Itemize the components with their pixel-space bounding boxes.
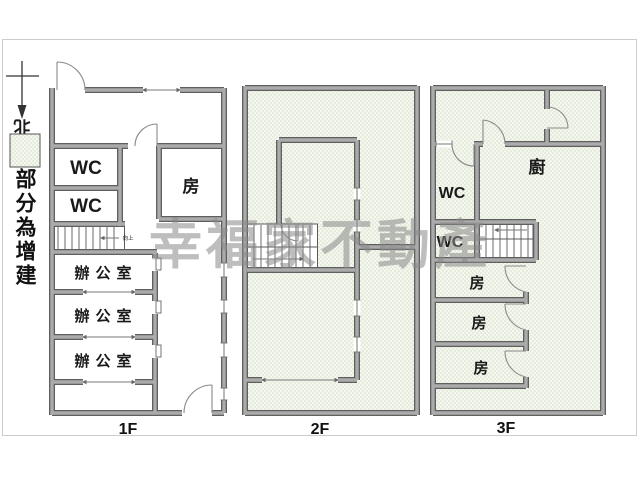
north-compass-icon: 北 <box>6 61 39 136</box>
door-arc-entry-top <box>56 61 86 91</box>
stairs-up-note: 向上 <box>122 234 134 242</box>
room-label-office1: 辦公室 <box>74 264 137 282</box>
floor-label-1f: 1F <box>119 421 138 438</box>
room-label-room2-3f: 房 <box>471 314 486 332</box>
door-arc-wc-3f <box>451 143 475 167</box>
room-label-kitchen-3f: 廚 <box>529 157 546 177</box>
north-label: 北 <box>14 117 31 136</box>
page-frame <box>2 39 637 436</box>
windows-2f <box>353 187 361 353</box>
floor-label-2f: 2F <box>311 421 330 438</box>
windows-1f <box>220 262 228 401</box>
legend-addition-label: 部分為增建 <box>13 168 36 288</box>
room-label-wc2-3f: WC <box>437 234 464 251</box>
room-label-room1-3f: 房 <box>469 274 484 292</box>
door-arc-balcony-3f <box>482 119 506 145</box>
room-label-office3: 辦公室 <box>74 352 137 370</box>
door-leaf <box>155 257 162 271</box>
room-label-wc2-1f: WC <box>70 196 102 217</box>
door-arc-stairs-2f <box>280 223 299 242</box>
room-label-room3-3f: 房 <box>473 359 488 377</box>
door-arc-entry-bottom <box>183 384 213 414</box>
door-arc-topright-3f <box>546 106 569 129</box>
door-arc-room2-3f <box>504 303 527 331</box>
stairs-1f: 向上 <box>52 225 134 251</box>
room-label-office2: 辦公室 <box>74 307 137 325</box>
floor-plan-2f: 2F <box>245 86 417 438</box>
room-label-bedroom-1f: 房 <box>183 176 200 196</box>
floor-plan-3f: 廚 WC WC 房 房 房 3F <box>433 86 603 437</box>
door-leaf <box>155 300 162 314</box>
door-leaf <box>155 344 162 358</box>
door-arc-room1-3f <box>504 265 527 293</box>
room-label-wc1-3f: WC <box>439 185 466 202</box>
door-arc-room3-3f <box>504 350 527 378</box>
room-label-wc1-1f: WC <box>70 158 102 179</box>
floor-label-3f: 3F <box>497 420 516 437</box>
watermark-text: 幸福家不動產 <box>149 216 491 275</box>
legend-addition-swatch <box>9 133 41 168</box>
door-arc-hall <box>134 123 158 147</box>
windows-3f <box>435 140 453 148</box>
floor-plan-1f: 向上 WC WC 房 辦公室 辦公室 辦公室 1F <box>52 61 228 438</box>
